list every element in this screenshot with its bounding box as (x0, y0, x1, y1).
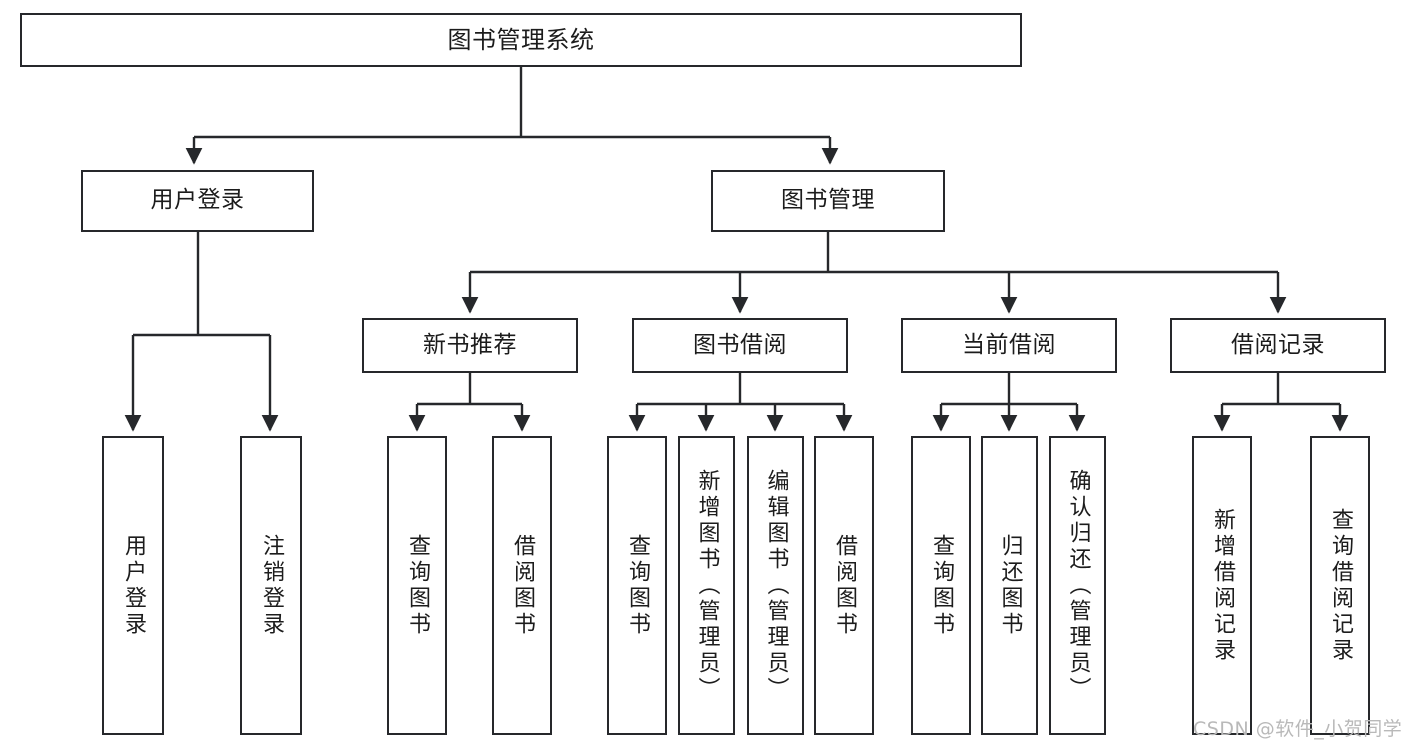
node-leaf-return-book-label: 归还图书 (997, 533, 1023, 638)
node-current-borrow[interactable]: 当前借阅 (901, 318, 1117, 373)
node-leaf-user-logout-label: 注销登录 (259, 533, 284, 638)
node-leaf-borrow-book-2[interactable]: 借阅图书 (814, 436, 874, 735)
node-current-borrow-label: 当前借阅 (962, 331, 1056, 358)
csdn-watermark: CSDN @软件_小贺同学 (1193, 718, 1403, 740)
node-root[interactable]: 图书管理系统 (20, 13, 1022, 67)
node-book-manage[interactable]: 图书管理 (711, 170, 945, 232)
node-leaf-edit-book[interactable]: 编辑图书（管理员） (747, 436, 804, 735)
node-leaf-query-record-label: 查询借阅记录 (1328, 507, 1353, 664)
node-borrow-record[interactable]: 借阅记录 (1170, 318, 1386, 373)
node-leaf-add-record[interactable]: 新增借阅记录 (1192, 436, 1252, 735)
node-leaf-query-record[interactable]: 查询借阅记录 (1310, 436, 1370, 735)
node-leaf-add-record-label: 新增借阅记录 (1210, 507, 1235, 664)
node-user-login-label: 用户登录 (150, 187, 245, 214)
node-leaf-user-logout[interactable]: 注销登录 (240, 436, 302, 735)
node-new-book-rec-label: 新书推荐 (423, 331, 517, 358)
node-leaf-confirm-return[interactable]: 确认归还（管理员） (1049, 436, 1106, 735)
node-leaf-query-book-1[interactable]: 查询图书 (387, 436, 447, 735)
node-leaf-query-book-1-label: 查询图书 (405, 533, 430, 638)
node-leaf-add-book[interactable]: 新增图书（管理员） (678, 436, 735, 735)
node-leaf-user-login[interactable]: 用户登录 (102, 436, 164, 735)
node-book-manage-label: 图书管理 (781, 187, 875, 214)
node-leaf-user-login-label: 用户登录 (121, 533, 146, 638)
node-leaf-edit-book-label: 编辑图书（管理员） (763, 468, 789, 703)
node-leaf-borrow-book-1-label: 借阅图书 (510, 533, 535, 638)
node-leaf-query-book-2-label: 查询图书 (625, 533, 650, 638)
node-borrow-record-label: 借阅记录 (1231, 331, 1325, 358)
node-user-login[interactable]: 用户登录 (81, 170, 314, 232)
node-new-book-rec[interactable]: 新书推荐 (362, 318, 578, 373)
node-leaf-query-book-3-label: 查询图书 (929, 533, 954, 638)
node-leaf-borrow-book-1[interactable]: 借阅图书 (492, 436, 552, 735)
node-leaf-borrow-book-2-label: 借阅图书 (832, 533, 857, 638)
node-root-label: 图书管理系统 (447, 25, 595, 54)
node-leaf-confirm-return-label: 确认归还（管理员） (1065, 468, 1091, 703)
node-leaf-query-book-2[interactable]: 查询图书 (607, 436, 667, 735)
node-book-borrow[interactable]: 图书借阅 (632, 318, 848, 373)
node-leaf-return-book[interactable]: 归还图书 (981, 436, 1038, 735)
node-leaf-query-book-3[interactable]: 查询图书 (911, 436, 971, 735)
node-leaf-add-book-label: 新增图书（管理员） (694, 468, 720, 703)
node-book-borrow-label: 图书借阅 (693, 331, 787, 358)
